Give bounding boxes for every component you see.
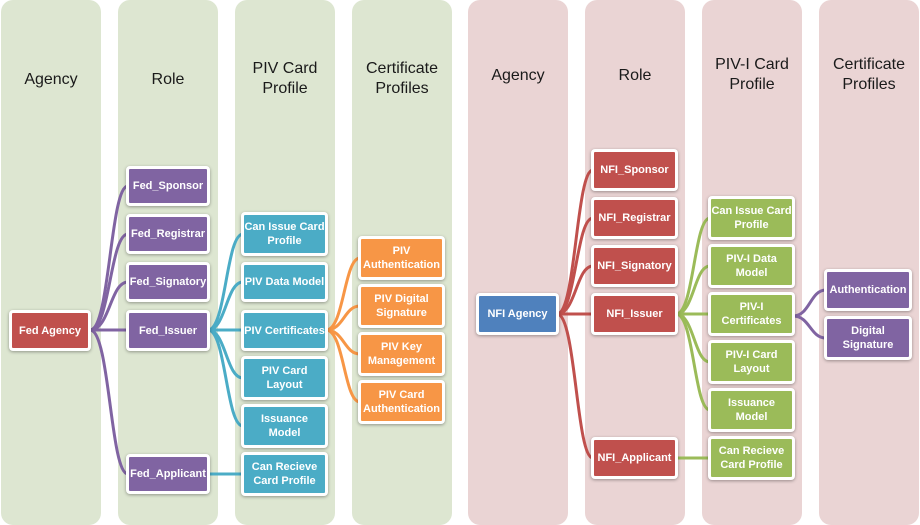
nfi-role-header: Role <box>618 67 652 84</box>
nfi-registrar-box[interactable]: NFI_Registrar <box>591 197 678 239</box>
nfi-agency-header: Agency <box>491 67 545 84</box>
connector-nfi-certs-authentication <box>792 288 827 318</box>
nfi-sponsor-box[interactable]: NFI_Sponsor <box>591 149 678 191</box>
fed-piv-key-management-box[interactable]: PIV Key Management <box>358 332 445 376</box>
connector-fed-agency-registrar <box>89 232 129 332</box>
nfi-can-issue-card-profile-box[interactable]: Can Issue Card Profile <box>708 196 795 240</box>
nfi-pivi-data-model-box[interactable]: PIV-I Data Model <box>708 244 795 288</box>
fed-piv-authentication-box[interactable]: PIV Authentication <box>358 236 445 280</box>
fed-issuance-model-box[interactable]: Issuance Model <box>241 404 328 448</box>
fed-agency-box[interactable]: Fed Agency <box>9 310 91 351</box>
connector-nfi-issuer-can-issue <box>675 216 711 316</box>
nfi-agency-column: Agency <box>468 0 568 525</box>
fed-can-receive-card-profile-box[interactable]: Can Recieve Card Profile <box>241 452 328 496</box>
connector-fed-issuer-can-issue <box>207 232 244 332</box>
nfi-authentication-box[interactable]: Authentication <box>824 269 912 311</box>
fed-piv-card-layout-box[interactable]: PIV Card Layout <box>241 356 328 400</box>
fed-sponsor-box[interactable]: Fed_Sponsor <box>126 166 210 206</box>
nfi-pivi-card-layout-box[interactable]: PIV-I Card Layout <box>708 340 795 384</box>
nfi-cert-profiles-column: Certificate Profiles <box>819 0 919 525</box>
connector-fed-issuer-issuance <box>207 328 244 428</box>
fed-cert-profiles-header: Certificate Profiles <box>365 60 439 97</box>
fed-agency-column: Agency <box>1 0 101 525</box>
connector-nfi-certs-signature <box>792 314 827 340</box>
nfi-digital-signature-box[interactable]: Digital Signature <box>824 316 912 360</box>
fed-applicant-box[interactable]: Fed_Applicant <box>126 454 210 494</box>
connector-nfi-agency-registrar <box>556 216 594 316</box>
connector-nfi-agency-applicant <box>556 312 594 460</box>
fed-registrar-box[interactable]: Fed_Registrar <box>126 214 210 254</box>
nfi-pivi-certificates-box[interactable]: PIV-I Certificates <box>708 292 795 336</box>
nfi-signatory-box[interactable]: NFI_Signatory <box>591 245 678 287</box>
nfi-card-profile-header: PIV-I Card Profile <box>715 56 789 93</box>
nfi-agency-box[interactable]: NFI Agency <box>476 293 559 335</box>
nfi-issuance-model-box[interactable]: Issuance Model <box>708 388 795 432</box>
fed-agency-header: Agency <box>24 71 78 88</box>
nfi-issuer-box[interactable]: NFI_Issuer <box>591 293 678 335</box>
fed-role-header: Role <box>151 71 185 88</box>
connector-fed-certs-card-authentication <box>325 328 361 404</box>
nfi-can-receive-card-profile-box[interactable]: Can Recieve Card Profile <box>708 436 795 480</box>
fed-piv-certificates-box[interactable]: PIV Certificates <box>241 310 328 351</box>
fed-piv-data-model-box[interactable]: PIV Data Model <box>241 262 328 302</box>
fed-piv-card-authentication-box[interactable]: PIV Card Authentication <box>358 380 445 424</box>
nfi-cert-profiles-header: Certificate Profiles <box>832 56 906 93</box>
fed-issuer-box[interactable]: Fed_Issuer <box>126 310 210 351</box>
connector-nfi-issuer-issuance <box>675 312 711 412</box>
nfi-applicant-box[interactable]: NFI_Applicant <box>591 437 678 479</box>
connector-fed-certs-authentication <box>325 256 361 332</box>
fed-piv-digital-signature-box[interactable]: PIV Digital Signature <box>358 284 445 328</box>
fed-can-issue-card-profile-box[interactable]: Can Issue Card Profile <box>241 212 328 256</box>
fed-card-profile-header: PIV Card Profile <box>252 60 318 97</box>
fed-signatory-box[interactable]: Fed_Signatory <box>126 262 210 302</box>
connector-fed-agency-applicant <box>89 328 129 476</box>
